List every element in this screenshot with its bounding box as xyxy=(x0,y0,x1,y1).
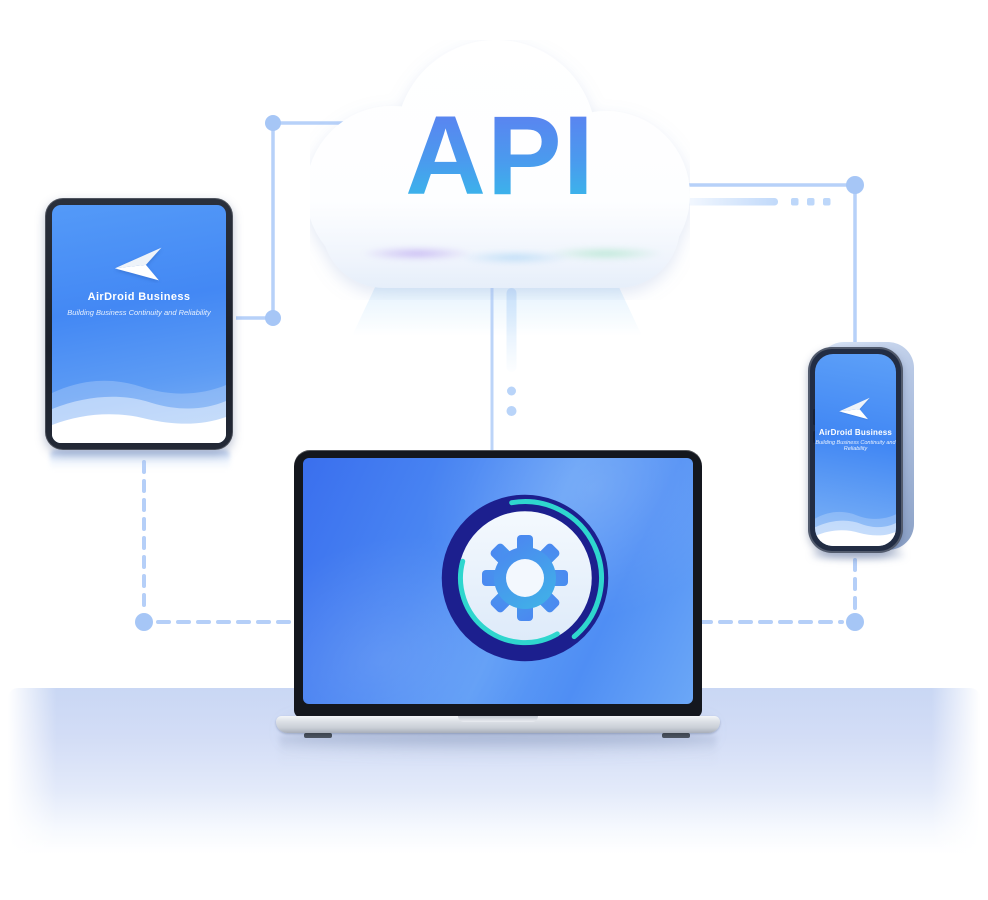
connector-node-bottom-left xyxy=(135,613,153,631)
phone-power-button xyxy=(813,431,816,443)
laptop-device xyxy=(276,450,720,766)
square-dot-3 xyxy=(823,198,831,206)
cloud-shape-icon xyxy=(310,40,690,288)
connector-node-mid-left xyxy=(265,310,281,326)
round-dot-1 xyxy=(507,386,516,396)
tablet-tagline: Building Business Continuity and Reliabi… xyxy=(67,308,211,317)
api-label: API xyxy=(310,100,690,212)
phone-screen: AirDroid Business Building Business Cont… xyxy=(815,354,896,546)
arc-outer xyxy=(509,499,604,640)
tablet-shadow xyxy=(50,450,230,470)
square-dot-2 xyxy=(807,198,815,206)
fading-bar-center xyxy=(506,288,517,372)
tablet-screen: AirDroid Business Building Business Cont… xyxy=(52,205,226,443)
airdroid-logo-icon xyxy=(839,397,870,420)
laptop-foot-left xyxy=(304,733,332,738)
connector-node-top-right xyxy=(846,176,864,194)
tablet-waves xyxy=(52,380,226,443)
laptop-hinge-notch xyxy=(458,716,538,722)
laptop-reflection xyxy=(280,736,716,766)
fading-bar-right xyxy=(683,198,778,206)
iridescent-glow-green xyxy=(548,247,663,260)
connector-node-bottom-right xyxy=(846,613,864,631)
arc-inner xyxy=(458,558,560,646)
laptop-screen xyxy=(303,458,693,704)
phone-brand: AirDroid Business xyxy=(818,428,893,437)
airdroid-logo-icon xyxy=(114,247,162,281)
sync-progress-ring-icon xyxy=(441,494,609,662)
square-dot-1 xyxy=(791,198,799,206)
gear-hub xyxy=(506,559,544,597)
tablet-brand: AirDroid Business xyxy=(87,291,191,303)
phone-device: AirDroid Business Building Business Cont… xyxy=(800,338,920,568)
api-cloud: API xyxy=(310,40,690,300)
phone-shadow xyxy=(812,550,904,559)
laptop-base xyxy=(276,716,720,733)
phone-tagline: Building Business Continuity and Reliabi… xyxy=(815,440,896,452)
iridescent-glow-purple xyxy=(362,247,472,260)
phone-volume-button xyxy=(813,409,816,425)
round-dot-2 xyxy=(506,406,517,416)
tablet-device: AirDroid Business Building Business Cont… xyxy=(45,198,233,470)
iridescent-glow-cyan xyxy=(460,251,570,264)
phone-waves xyxy=(815,511,896,546)
connector-node-top-left xyxy=(265,115,281,131)
laptop-foot-right xyxy=(662,733,690,738)
